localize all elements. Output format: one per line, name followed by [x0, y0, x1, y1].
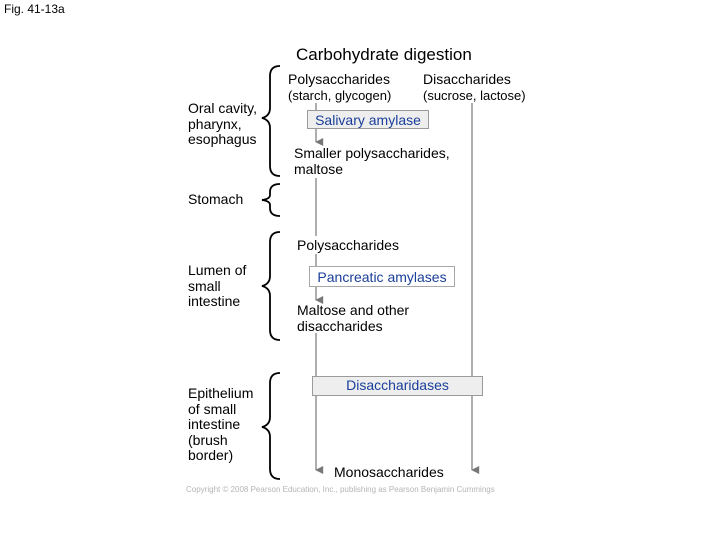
diagram-title: Carbohydrate digestion — [296, 45, 472, 64]
brace-lumen — [261, 231, 281, 341]
disaccharidases-box: Disaccharidases — [312, 376, 483, 396]
brace-oral — [261, 65, 281, 177]
region-epithelium-small-intestine: Epithelium of small intestine (brush bor… — [188, 385, 254, 463]
disaccharides-header: Disaccharides — [423, 71, 511, 87]
region-oral-cavity: Oral cavity, pharynx, esophagus — [188, 100, 257, 147]
polysaccharides-detail: (starch, glycogen) — [288, 88, 392, 103]
product-maltose-disaccharides: Maltose and other disaccharides — [297, 302, 410, 334]
pancreatic-amylases-box: Pancreatic amylases — [309, 266, 455, 287]
copyright-notice: Copyright © 2008 Pearson Education, Inc.… — [186, 485, 495, 494]
region-lumen-small-intestine: Lumen of small intestine — [188, 262, 247, 309]
disaccharides-detail: (sucrose, lactose) — [423, 88, 526, 103]
salivary-amylase-box: Salivary amylase — [307, 110, 429, 129]
product-monosaccharides: Monosaccharides — [334, 464, 444, 480]
figure-label: Fig. 41-13a — [4, 2, 65, 16]
region-stomach: Stomach — [188, 191, 244, 207]
product-polysaccharides-lumen: Polysaccharides — [297, 237, 399, 253]
polysaccharides-header: Polysaccharides — [288, 71, 390, 87]
brace-stomach — [261, 183, 281, 217]
brace-epithelium — [261, 372, 281, 480]
product-smaller-polysaccharides: Smaller polysaccharides, maltose — [294, 145, 450, 177]
